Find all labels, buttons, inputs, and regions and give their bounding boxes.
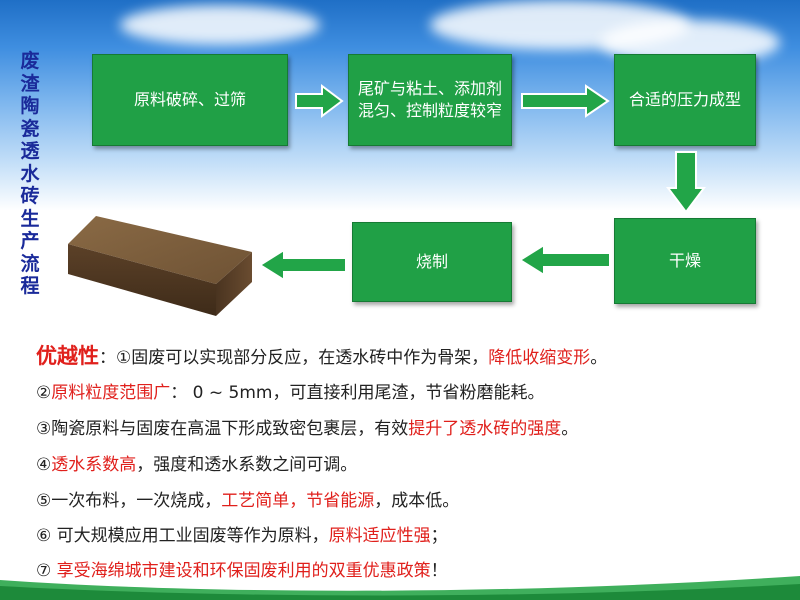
- title-char: 砖: [20, 185, 40, 207]
- advantage-text: ，强度和透水系数之间可调。: [136, 455, 358, 475]
- advantage-line-7: ⑦ 享受海绵城市建设和环保固废利用的双重优惠政策！: [36, 556, 448, 581]
- arrow-left-icon: [258, 248, 347, 282]
- title-char: 产: [20, 230, 40, 252]
- advantage-highlight: 透水系数高: [51, 455, 137, 475]
- flow-step-label: 原料破碎、过筛: [133, 90, 246, 109]
- advantage-text: ⑤一次布料，一次烧成，: [36, 491, 222, 511]
- advantage-text: ！: [430, 561, 448, 581]
- arrow-right-icon: [295, 84, 344, 118]
- advantage-line-1: 优越性：①固废可以实现部分反应，在透水砖中作为骨架，降低收缩变形。: [36, 340, 607, 370]
- advantage-number: ⑦: [36, 561, 57, 581]
- title-char: 瓷: [20, 117, 40, 140]
- flow-step-label: 干燥: [668, 251, 701, 270]
- flow-step-label: 尾矿与粘土、添加剂混匀、控制粒度较窄: [357, 79, 502, 120]
- advantage-highlight: 原料适应性强: [328, 526, 431, 546]
- advantage-heading: 优越性: [36, 344, 99, 368]
- vertical-title: 废 渣 陶 瓷 透 水 砖 生 产 流 程: [18, 50, 42, 298]
- advantage-number: ④: [36, 455, 52, 475]
- arrow-left-icon: [518, 243, 611, 277]
- advantage-highlight: 提升了透水砖的强度: [408, 419, 562, 439]
- title-char: 渣: [20, 72, 40, 95]
- advantage-text: ：①固废可以实现部分反应，在透水砖中作为骨架，: [99, 348, 489, 368]
- flow-step-label: 烧制: [415, 252, 448, 271]
- flow-step-label: 合适的压力成型: [628, 90, 741, 109]
- permeable-brick-image: [68, 216, 252, 316]
- title-char: 废: [20, 50, 40, 72]
- title-char: 生: [20, 207, 40, 230]
- title-char: 陶: [20, 95, 40, 117]
- cloud: [120, 5, 320, 45]
- advantage-line-5: ⑤一次布料，一次烧成，工艺简单，节省能源，成本低。: [36, 486, 459, 511]
- advantage-line-2: ②原料粒度范围广： 0 ~ 5mm，可直接利用尾渣，节省粉磨能耗。: [36, 378, 544, 403]
- advantage-line-6: ⑥ 可大规模应用工业固废等作为原料，原料适应性强；: [36, 521, 448, 546]
- advantage-highlight: 原料粒度范围广: [51, 383, 171, 403]
- title-char: 流: [20, 252, 40, 275]
- advantage-highlight: 工艺简单，节省能源: [221, 491, 375, 511]
- flow-step-crushing: 原料破碎、过筛: [92, 54, 288, 146]
- advantage-highlight: 降低收缩变形: [488, 348, 591, 368]
- title-char: 程: [20, 275, 40, 297]
- flow-step-mixing: 尾矿与粘土、添加剂混匀、控制粒度较窄: [348, 54, 512, 146]
- flow-step-pressing: 合适的压力成型: [614, 54, 756, 146]
- arrow-right-icon: [521, 84, 610, 118]
- advantage-text: ： 0 ~ 5mm，可直接利用尾渣，节省粉磨能耗。: [170, 383, 545, 403]
- advantage-line-3: ③陶瓷原料与固废在高温下形成致密包裹层，有效提升了透水砖的强度。: [36, 414, 578, 439]
- advantage-number: ②: [36, 383, 52, 403]
- bottom-green-wave: [0, 576, 800, 600]
- arrow-down-icon: [666, 151, 706, 214]
- advantage-highlight: 享受海绵城市建设和环保固废利用的双重优惠政策: [56, 561, 431, 581]
- advantage-text: ③陶瓷原料与固废在高温下形成致密包裹层，有效: [36, 419, 409, 439]
- advantage-line-4: ④透水系数高，强度和透水系数之间可调。: [36, 450, 357, 475]
- advantage-text: ；: [430, 526, 448, 546]
- flow-step-drying: 干燥: [614, 218, 756, 304]
- flow-step-firing: 烧制: [352, 222, 512, 302]
- title-char: 水: [20, 162, 40, 185]
- advantage-text: 。: [590, 348, 608, 368]
- advantage-text: ⑥ 可大规模应用工业固废等作为原料，: [36, 526, 329, 546]
- advantage-text: ，成本低。: [374, 491, 460, 511]
- advantage-text: 。: [561, 419, 579, 439]
- title-char: 透: [20, 140, 40, 162]
